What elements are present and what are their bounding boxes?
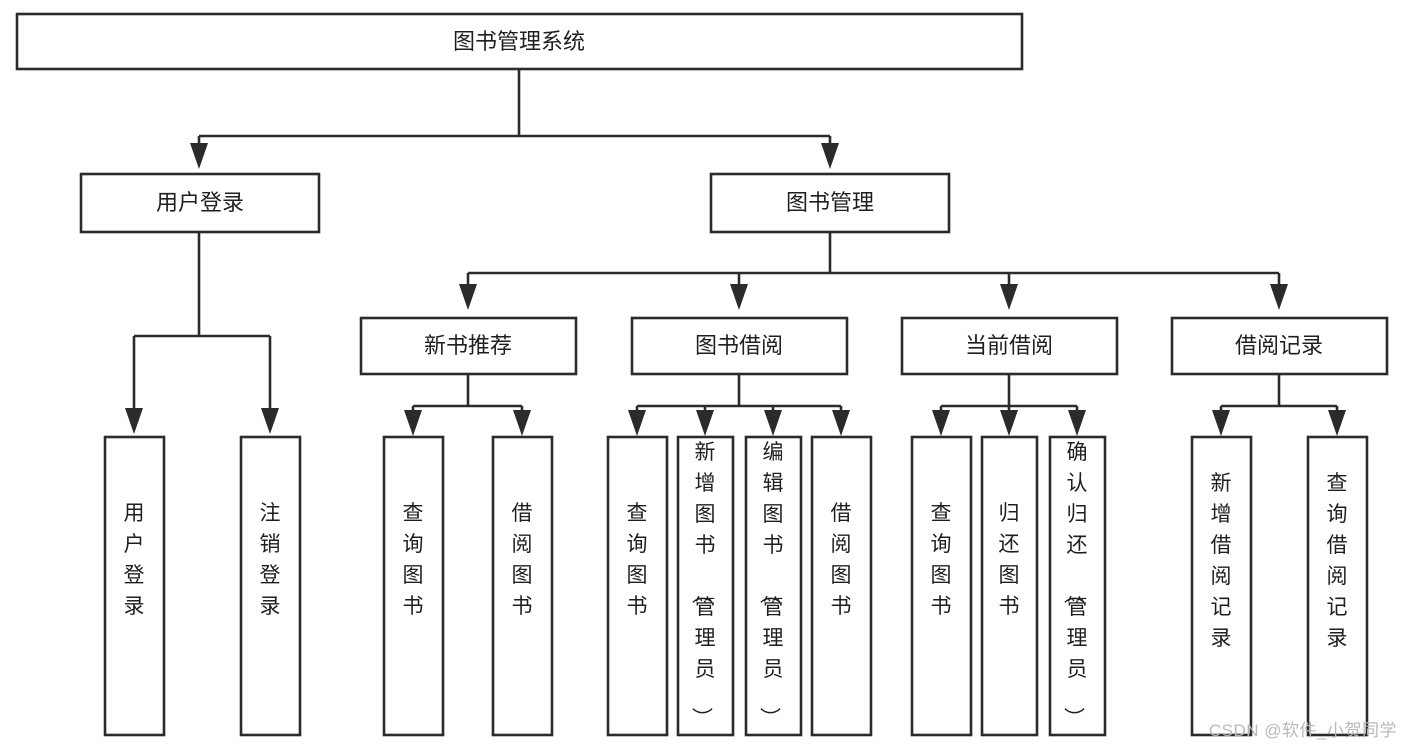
node-leaf-logout-label: 注销登录 (260, 502, 281, 618)
node-leaf-return-book-box (980, 435, 1039, 737)
node-leaf-query-book-2[interactable]: 查询图书 (606, 435, 669, 737)
arrow-icon (628, 410, 646, 436)
node-book-borrow[interactable]: 图书借阅 (630, 316, 849, 376)
arrow-icon (764, 410, 782, 436)
node-leaf-query-book-3-box (910, 435, 973, 737)
node-borrow-record-box (1170, 316, 1389, 376)
node-new-book-rec-box (359, 316, 578, 376)
node-book-manage-label: 图书管理 (786, 190, 874, 215)
arrow-icon (1212, 410, 1230, 436)
node-leaf-add-record[interactable]: 新增借阅记录 (1190, 435, 1253, 737)
node-current-borrow[interactable]: 当前借阅 (900, 316, 1119, 376)
node-leaf-user-login-label: 用户登录 (124, 502, 145, 618)
edge-group-root-to-level2 (190, 69, 839, 169)
node-borrow-record-label: 借阅记录 (1235, 333, 1323, 358)
node-leaf-add-book-label: 新增图书（管理员） (690, 441, 716, 728)
node-leaf-query-record-box (1306, 435, 1369, 737)
node-leaf-query-record-label: 查询借阅记录 (1327, 472, 1348, 650)
node-leaf-confirm-return-box (1048, 435, 1107, 737)
arrow-icon (1270, 284, 1288, 310)
arrow-icon (261, 408, 279, 434)
arrow-icon (459, 284, 477, 310)
arrow-icon (1000, 410, 1018, 436)
arrow-icon (932, 410, 950, 436)
node-leaf-return-book[interactable]: 归还图书 (980, 435, 1039, 737)
node-leaf-borrow-book-2-label: 借阅图书 (831, 502, 852, 618)
edge-group-userlogin-to-leaves (125, 232, 279, 434)
node-leaf-add-book[interactable]: 新增图书（管理员） (676, 435, 735, 737)
node-leaf-logout[interactable]: 注销登录 (239, 435, 302, 737)
node-root[interactable]: 图书管理系统 (15, 12, 1024, 71)
node-book-borrow-box (630, 316, 849, 376)
arrow-icon (696, 410, 714, 436)
node-leaf-edit-book[interactable]: 编辑图书（管理员） (744, 435, 803, 737)
node-root-label: 图书管理系统 (453, 29, 585, 54)
node-leaf-query-book-1-label: 查询图书 (403, 502, 424, 618)
edge-group-currentborrow-to-leaves (932, 374, 1086, 436)
node-leaf-edit-book-label: 编辑图书（管理员） (758, 441, 784, 728)
node-leaf-return-book-label: 归还图书 (999, 502, 1020, 618)
arrow-icon (513, 410, 531, 436)
node-leaf-logout-box (239, 435, 302, 737)
node-leaf-query-book-3[interactable]: 查询图书 (910, 435, 973, 737)
node-current-borrow-box (900, 316, 1119, 376)
node-leaf-confirm-return-label: 确认归还（管理员） (1062, 441, 1088, 728)
node-leaf-borrow-book-2-box (810, 435, 873, 737)
node-user-login-label: 用户登录 (156, 190, 244, 215)
arrow-icon (404, 410, 422, 436)
edge-group-bookmanage-to-level3 (459, 232, 1288, 310)
node-user-login-box (79, 172, 321, 234)
arrow-icon (190, 143, 208, 169)
arrow-icon (1328, 410, 1346, 436)
node-leaf-query-book-1[interactable]: 查询图书 (382, 435, 445, 737)
node-leaf-query-book-2-box (606, 435, 669, 737)
node-new-book-rec-label: 新书推荐 (424, 333, 512, 358)
arrow-icon (832, 410, 850, 436)
node-user-login[interactable]: 用户登录 (79, 172, 321, 234)
node-root-box (15, 12, 1024, 71)
node-leaf-borrow-book-1[interactable]: 借阅图书 (491, 435, 554, 737)
arrow-icon (821, 143, 839, 169)
arrow-icon (125, 408, 143, 434)
edge-group-newbook-to-leaves (404, 374, 531, 436)
edge-group-bookborrow-to-leaves (628, 374, 850, 436)
node-leaf-user-login-box (103, 435, 166, 737)
node-leaf-query-book-3-label: 查询图书 (931, 502, 952, 618)
node-leaf-add-book-box (676, 435, 735, 737)
node-leaf-query-book-1-box (382, 435, 445, 737)
node-book-borrow-label: 图书借阅 (695, 333, 783, 358)
node-borrow-record[interactable]: 借阅记录 (1170, 316, 1389, 376)
node-leaf-add-record-label: 新增借阅记录 (1211, 472, 1232, 650)
node-leaf-borrow-book-1-box (491, 435, 554, 737)
node-current-borrow-label: 当前借阅 (965, 333, 1053, 358)
node-leaf-query-book-2-label: 查询图书 (627, 502, 648, 618)
node-leaf-borrow-book-2[interactable]: 借阅图书 (810, 435, 873, 737)
edge-group-borrowrecord-to-leaves (1212, 374, 1346, 436)
node-book-manage-box (709, 172, 951, 234)
node-leaf-query-record[interactable]: 查询借阅记录 (1306, 435, 1369, 737)
node-leaf-add-record-box (1190, 435, 1253, 737)
node-book-manage[interactable]: 图书管理 (709, 172, 951, 234)
node-new-book-rec[interactable]: 新书推荐 (359, 316, 578, 376)
node-leaf-borrow-book-1-label: 借阅图书 (512, 502, 533, 618)
arrow-icon (1000, 284, 1018, 310)
node-leaf-confirm-return[interactable]: 确认归还（管理员） (1048, 435, 1107, 737)
arrow-icon (730, 284, 748, 310)
node-leaf-edit-book-box (744, 435, 803, 737)
node-leaf-user-login[interactable]: 用户登录 (103, 435, 166, 737)
arrow-icon (1068, 410, 1086, 436)
